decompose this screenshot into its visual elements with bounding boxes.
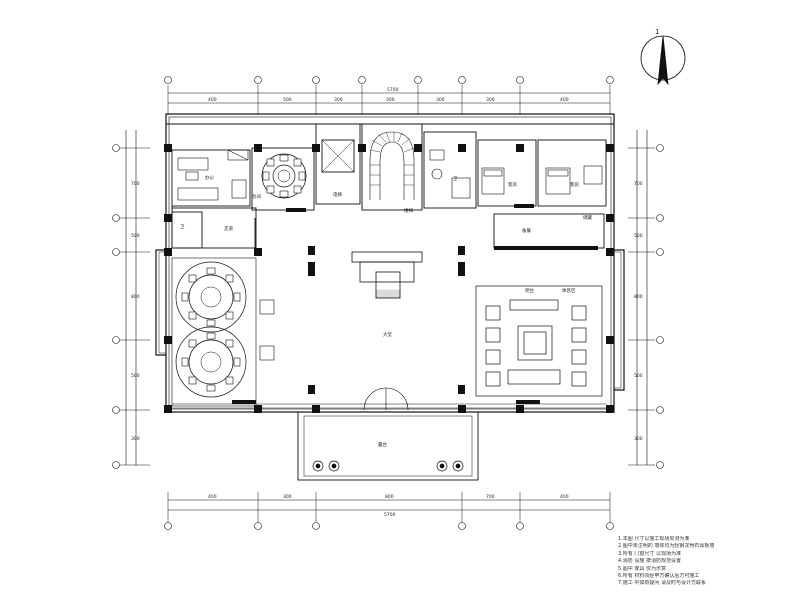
dim-top-seg: 400 — [560, 97, 569, 103]
north-arrow-icon — [640, 35, 686, 86]
dim-bottom-seg: 800 — [385, 494, 394, 500]
guest-room-furniture — [429, 149, 603, 199]
note-line: 2.图中未注明的 墙体均为轻钢龙骨石膏板墙 — [618, 543, 715, 550]
room-label-bar: 吧台 — [525, 287, 534, 294]
room-label-office: 办公 — [205, 174, 214, 181]
dim-top-total: 5700 — [387, 87, 399, 93]
note-line: 3.所有 门窗尺寸 以现场为准 — [618, 550, 681, 557]
dim-bottom-seg: 400 — [208, 494, 217, 500]
dim-left-seg: 300 — [131, 436, 140, 442]
room-label-terrace: 露台 — [378, 441, 387, 448]
room-label-wc: 卫 — [180, 224, 185, 230]
dim-right-seg: 500 — [634, 233, 643, 239]
dim-left-seg: 500 — [131, 373, 140, 379]
note-line: 4.消防 设施 按消防规范设置 — [618, 558, 681, 565]
room-label-lobby: 大堂 — [383, 331, 392, 338]
room-label-corridor: 走道 — [224, 225, 233, 232]
note-line: 5.图中 家具 仅为示意 — [618, 565, 666, 572]
dim-bottom-total: 5700 — [384, 512, 396, 518]
dim-left-seg: 500 — [131, 233, 140, 239]
room-label-lounge: 休息区 — [562, 287, 576, 294]
dim-left-seg: 800 — [131, 294, 140, 300]
room-label-stair: 楼梯 — [404, 207, 413, 214]
dim-top-seg: 400 — [208, 97, 217, 103]
entrance-doors — [363, 387, 409, 411]
fixtures — [232, 204, 598, 404]
dim-top-seg: 300 — [334, 97, 343, 103]
room-label-room-b: 客房 — [508, 181, 517, 188]
dim-right-seg: 800 — [634, 294, 643, 300]
office-furniture — [177, 149, 249, 201]
reception-desk — [351, 251, 423, 299]
note-line: 7.施工 中如有疑问 请及时与设计方联系 — [618, 580, 706, 587]
banquet-table-icon — [175, 326, 247, 398]
left-dimension-lines — [112, 130, 150, 469]
top-dimension-lines — [164, 76, 614, 115]
side-cabinets — [259, 299, 275, 361]
dim-right-seg: 700 — [634, 181, 643, 187]
lounge-sofa-set — [475, 285, 603, 397]
note-line: 6.所有 材料须经甲方确认后方可施工 — [618, 573, 700, 580]
room-label-lift: 电梯 — [333, 191, 342, 198]
dim-bottom-seg: 400 — [560, 494, 569, 500]
note-line: 1.本图 尺寸以施工现场实测为准 — [618, 536, 690, 542]
dim-top-seg: 300 — [486, 97, 495, 103]
room-label-dining-small: 包间 — [252, 193, 261, 200]
dim-right-seg: 500 — [634, 373, 643, 379]
dim-bottom-seg: 700 — [486, 494, 495, 500]
dim-top-seg: 300 — [436, 97, 445, 103]
bottom-dimension-lines — [164, 492, 614, 530]
design-notes: 1.本图 尺寸以施工现场实测为准 2.图中未注明的 墙体均为轻钢龙骨石膏板墙 3… — [618, 536, 788, 588]
dim-bottom-seg: 300 — [283, 494, 292, 500]
room-label-room-a: 卫 — [453, 176, 458, 182]
dim-left-seg: 700 — [131, 181, 140, 187]
round-dining-table-icon — [261, 153, 307, 199]
dim-top-seg: 500 — [283, 97, 292, 103]
stair-icon — [369, 131, 415, 200]
dim-top-seg: 300 — [386, 97, 395, 103]
banquet-table-icon — [175, 261, 247, 333]
dim-right-seg: 300 — [634, 436, 643, 442]
right-dimension-lines — [628, 130, 664, 469]
north-label: 1 — [655, 28, 659, 36]
room-label-storage: 储藏 — [583, 214, 592, 221]
outer-walls — [155, 113, 625, 413]
room-label-room-c: 客房 — [570, 181, 579, 188]
room-label-service: 备餐 — [522, 227, 531, 234]
terrace — [297, 411, 479, 481]
interior-walls — [166, 123, 614, 249]
